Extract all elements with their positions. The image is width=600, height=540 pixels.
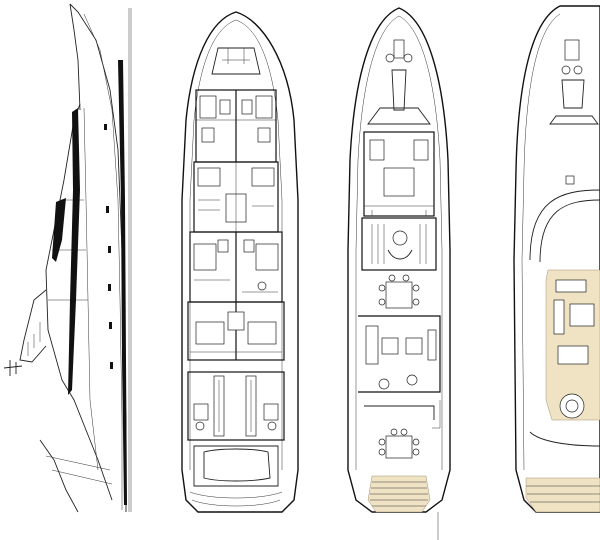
teak-planking	[370, 481, 428, 507]
sheer-line	[83, 13, 123, 510]
engine-room	[187, 371, 285, 441]
upper-deck-hull	[513, 5, 600, 513]
forepeak	[211, 47, 261, 75]
main-deck-plan	[347, 7, 451, 540]
hatch	[565, 175, 575, 185]
forepeak-frame	[222, 48, 250, 64]
bow-stem-line	[69, 3, 81, 111]
transom-line	[39, 439, 79, 513]
mast-top	[3, 360, 23, 376]
crew-cabins	[195, 89, 277, 163]
vip-cabins	[187, 301, 285, 361]
window-band-bridge	[52, 198, 66, 262]
hull-inner-line	[398, 15, 443, 470]
upper-deck-plan	[513, 5, 600, 513]
tender-garage	[189, 445, 283, 507]
aft-platform-planking	[526, 485, 600, 503]
guest-cabins	[189, 231, 283, 303]
hull-stripe	[118, 60, 127, 505]
sundeck-arch-inner	[539, 199, 600, 263]
aft-deck-lines	[45, 455, 113, 485]
saloon	[358, 315, 441, 393]
radar-arch	[19, 289, 47, 363]
sundeck-arch	[529, 189, 600, 261]
hull-inner-line	[189, 19, 237, 470]
lobby-stairs	[361, 217, 437, 271]
window-band-upper	[68, 108, 80, 395]
hull-inner-line	[521, 13, 561, 471]
portholes	[104, 124, 113, 369]
hull-inner-line	[235, 19, 283, 470]
sundeck-furniture	[553, 279, 595, 419]
foredeck-windlass	[385, 39, 413, 111]
superstructure-outline	[45, 103, 113, 501]
lower-deck-plan	[181, 11, 299, 513]
galley-area	[193, 161, 279, 233]
master-stateroom	[363, 131, 435, 217]
upper-foredeck-gear	[561, 39, 585, 109]
aft-deck	[364, 400, 441, 459]
hull-inner-line	[355, 15, 400, 470]
mast-antennas	[27, 322, 41, 356]
foredeck-outline	[367, 107, 431, 125]
side-profile-view	[3, 3, 132, 513]
lower-deck-hull	[181, 11, 299, 513]
dining-area	[378, 274, 420, 309]
aft-sundeck-edge	[529, 431, 600, 447]
aft-platform-teak	[525, 477, 600, 513]
bridge-window	[549, 115, 599, 125]
